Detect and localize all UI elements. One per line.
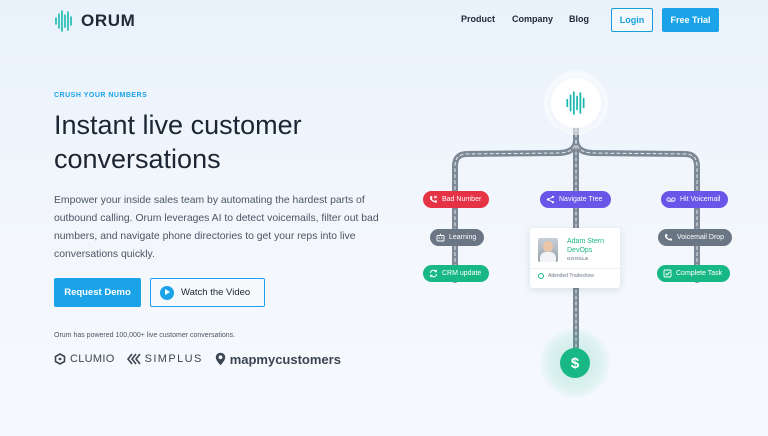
avatar — [538, 238, 558, 262]
pill-label: Voicemail Drop — [677, 234, 725, 241]
map-pin-icon — [215, 352, 225, 366]
sync-icon — [428, 269, 438, 279]
top-nav: ORUM Product Company Blog Login Free Tri… — [0, 0, 768, 44]
client-logos: CLUMIO SIMPLUS mapmycustomers — [54, 349, 353, 369]
orum-hub — [551, 78, 601, 128]
orum-logo[interactable]: ORUM — [54, 10, 135, 32]
call-flow-diagram: Bad Number Learning CRM update Navigate … — [410, 70, 768, 436]
pill-learning: Learning — [430, 229, 485, 246]
client-logo-mapmycustomers: mapmycustomers — [215, 352, 341, 367]
clumio-icon — [54, 353, 66, 365]
client-logo-simplus: SIMPLUS — [126, 353, 203, 365]
brand-name: ORUM — [81, 11, 136, 30]
orum-waveform-icon — [566, 91, 585, 115]
pill-hit-voicemail: Hit Voicemail — [661, 191, 729, 208]
mapmycustomers-wordmark: mapmycustomers — [229, 351, 341, 367]
contact-name: Adam Stern — [567, 238, 604, 245]
play-icon — [160, 285, 174, 300]
social-proof-text: Orum has powered 100,000+ live customer … — [54, 332, 236, 339]
pill-complete-task: Complete Task — [657, 265, 731, 282]
simplus-wordmark: SIMPLUS — [144, 353, 203, 365]
pill-label: Bad Number — [442, 196, 482, 203]
pill-label: Complete Task — [676, 270, 723, 277]
request-demo-button[interactable]: Request Demo — [54, 278, 141, 307]
phone-x-icon — [428, 195, 438, 205]
login-button[interactable]: Login — [611, 8, 653, 32]
contact-role: DevOps — [567, 247, 593, 254]
hero-eyebrow: CRUSH YOUR NUMBERS — [54, 92, 148, 99]
tree-icon — [545, 195, 555, 205]
contact-card: Adam Stern DevOps GOOGLE Attended Trades… — [530, 228, 620, 288]
nav-blog[interactable]: Blog — [569, 14, 589, 24]
hero-description: Empower your inside sales team by automa… — [54, 195, 379, 260]
simplus-icon — [126, 353, 141, 365]
watch-video-button[interactable]: Watch the Video — [150, 278, 265, 307]
contact-company: GOOGLE — [567, 256, 589, 261]
pill-bad-number: Bad Number — [423, 191, 490, 208]
pill-label: Navigate Tree — [559, 196, 603, 203]
card-divider — [530, 268, 620, 269]
nav-company[interactable]: Company — [512, 14, 554, 24]
watch-video-label: Watch the Video — [181, 287, 251, 298]
headline-line-2: conversations — [54, 144, 221, 174]
status-dot-icon — [538, 273, 544, 279]
pill-label: Hit Voicemail — [680, 196, 721, 203]
checkbox-icon — [662, 269, 672, 279]
pill-navigate-tree: Navigate Tree — [540, 191, 611, 208]
pill-crm-update: CRM update — [423, 265, 490, 282]
orum-waveform-icon — [55, 10, 72, 32]
hero-headline: Instant live customer conversations — [54, 108, 394, 176]
contact-note: Attended Tradeshow — [538, 273, 594, 279]
nav-product[interactable]: Product — [461, 14, 496, 24]
pill-voicemail-drop: Voicemail Drop — [658, 229, 733, 246]
pill-label: Learning — [449, 234, 477, 241]
robot-icon — [435, 233, 445, 243]
clumio-wordmark: CLUMIO — [70, 353, 115, 365]
free-trial-button[interactable]: Free Trial — [662, 8, 719, 32]
contact-note-label: Attended Tradeshow — [548, 273, 594, 279]
pill-label: CRM update — [442, 270, 482, 277]
headline-line-1: Instant live customer — [54, 110, 302, 140]
phone-drop-icon — [663, 233, 673, 243]
dollar-goal-icon: $ — [560, 348, 590, 378]
client-logo-clumio: CLUMIO — [54, 353, 115, 365]
voicemail-icon — [666, 195, 676, 205]
